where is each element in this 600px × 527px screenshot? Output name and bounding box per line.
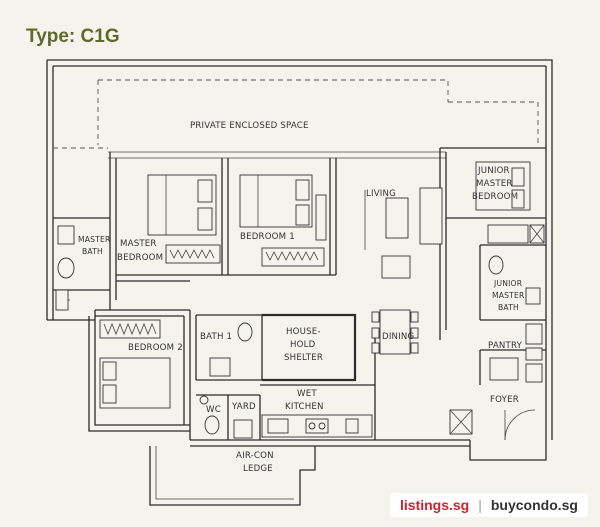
living-furniture xyxy=(364,187,443,279)
label-junior-master-bedroom-2: MASTER xyxy=(476,179,513,189)
wc-yard-fixtures xyxy=(199,395,253,439)
private-enclosed-space-outline xyxy=(53,79,539,159)
label-master-bath-2: BATH xyxy=(82,247,103,256)
label-wc: WC xyxy=(206,405,221,415)
outer-walls xyxy=(46,59,553,461)
label-pantry: PANTRY xyxy=(488,341,523,351)
label-aircon-ledge-2: LEDGE xyxy=(243,464,273,474)
foyer-fixtures xyxy=(449,409,536,441)
master-bedroom-wardrobe xyxy=(165,244,221,264)
label-master-bedroom-2: BEDROOM xyxy=(117,253,163,263)
label-bedroom-1: BEDROOM 1 xyxy=(240,232,295,242)
label-aircon-ledge-1: AIR-CON xyxy=(236,451,274,461)
watermark-buycondo: buycondo.sg xyxy=(490,497,578,513)
label-junior-master-bath-2: MASTER xyxy=(492,291,525,300)
page-title: Type: C1G xyxy=(26,26,120,47)
label-dining: DINING xyxy=(382,332,414,342)
source-watermark: listings.sg | buycondo.sg xyxy=(390,493,588,517)
label-bedroom-2: BEDROOM 2 xyxy=(128,343,183,353)
bedroom-1-bed xyxy=(239,174,327,241)
junior-bath-fixtures xyxy=(488,255,541,305)
label-junior-master-bedroom-1: JUNIOR xyxy=(477,166,510,176)
watermark-separator: | xyxy=(478,497,482,513)
master-bedroom-bed xyxy=(147,174,217,236)
label-living: LIVING xyxy=(366,189,396,199)
bedroom-2-wardrobe xyxy=(99,319,161,339)
label-wet-kitchen-2: KITCHEN xyxy=(285,402,324,412)
bedroom-1-wardrobe xyxy=(261,247,325,267)
label-household-shelter-2: HOLD xyxy=(290,340,316,350)
interior-walls xyxy=(53,147,546,440)
label-bath-1: BATH 1 xyxy=(200,332,232,342)
label-yard: YARD xyxy=(231,402,256,412)
aircon-ledge-outline xyxy=(59,290,316,506)
label-junior-master-bedroom-3: BEDROOM xyxy=(472,192,518,202)
label-junior-master-bath-1: JUNIOR xyxy=(493,279,523,288)
label-junior-master-bath-3: BATH xyxy=(498,303,519,312)
label-wet-kitchen-1: WET xyxy=(297,389,317,399)
pantry-fixtures xyxy=(489,323,543,383)
wet-kitchen-counter xyxy=(261,414,373,438)
label-private-enclosed-space: PRIVATE ENCLOSED SPACE xyxy=(190,121,309,131)
label-household-shelter-3: SHELTER xyxy=(284,353,323,363)
junior-master-wardrobe xyxy=(487,224,545,244)
junior-master-bed xyxy=(475,161,531,211)
watermark-listings: listings.sg xyxy=(400,497,470,513)
bedroom-2-bed xyxy=(99,357,171,409)
label-master-bedroom-1: MASTER xyxy=(120,239,157,249)
master-bath-fixtures xyxy=(55,225,75,311)
dining-table xyxy=(371,309,419,355)
label-foyer: FOYER xyxy=(490,395,519,405)
bath-1-fixtures xyxy=(209,322,253,377)
label-household-shelter-1: HOUSE- xyxy=(286,327,321,337)
label-master-bath-1: MASTER xyxy=(78,235,111,244)
